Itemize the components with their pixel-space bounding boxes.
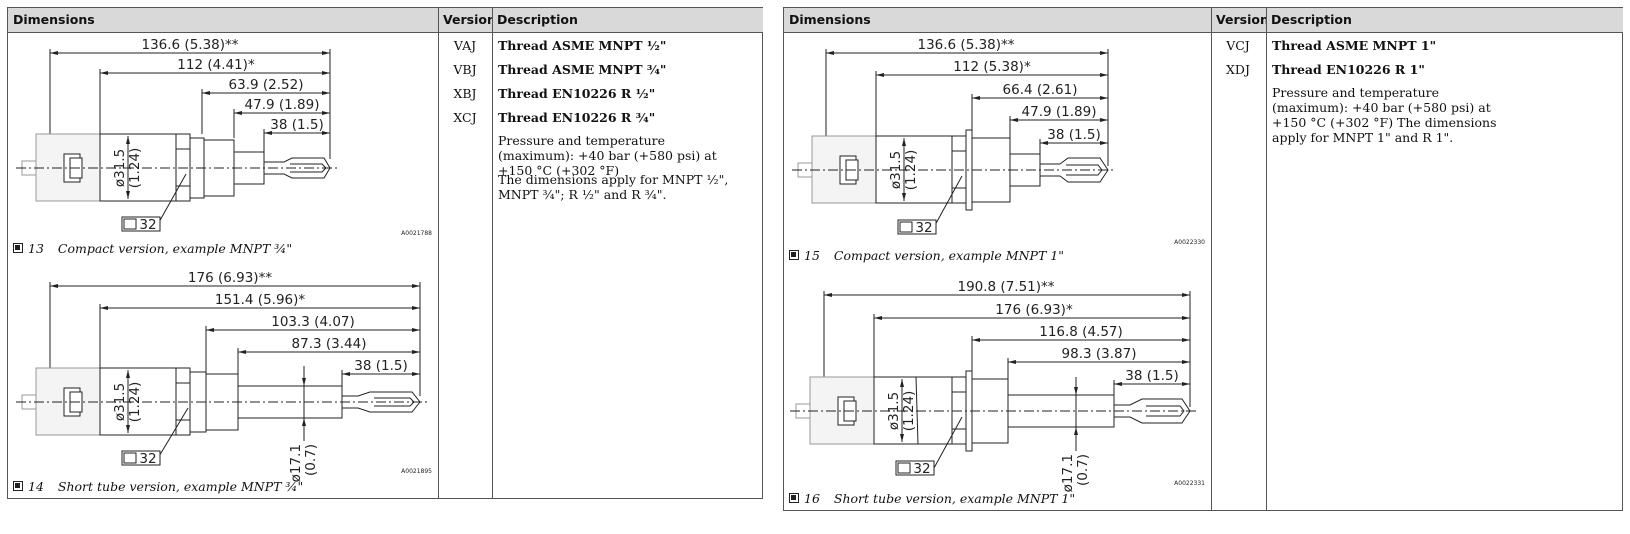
dimension-label: 38 (1.5) [354,358,407,374]
dimension-label: 47.9 (1.89) [1022,104,1097,120]
dimension-label: 38 (1.5) [270,117,323,133]
column-divider [492,8,493,498]
version-code: XDJ [1226,62,1250,77]
diameter-label: ø31.5 [886,392,902,430]
dimension-label: 176 (6.93)** [188,270,272,286]
left-table: Dimensions Version Description VAJ VBJ X… [7,7,763,499]
dimension-label: 47.9 (1.89) [245,97,320,113]
caption-text: Compact version, example MNPT 1" [833,248,1064,263]
dimension-label: 112 (4.41)* [177,57,255,73]
caption-text: Short tube version, example MNPT 1" [833,491,1076,506]
figure-icon [13,481,23,491]
dimension-label: 38 (1.5) [1047,127,1100,143]
dimensions-header: Dimensions [8,8,438,33]
version-code: VBJ [453,62,477,77]
figure-number: 14 [28,479,44,494]
figure-number: 15 [804,248,820,263]
dimension-label: 103.3 (4.07) [271,314,355,330]
dimension-label: 87.3 (3.44) [292,336,367,352]
dimension-label: 66.4 (2.61) [1003,82,1078,98]
dimensions-header: Dimensions [784,8,1211,33]
figure-icon [13,243,23,253]
dimension-label: 136.6 (5.38)** [141,37,238,53]
figure-code: A0021788 [401,230,432,237]
diameter-label: ø31.5 [888,151,904,189]
column-divider [438,8,439,498]
figure-number: 13 [28,241,44,256]
diameter-label: (1.24) [127,148,143,189]
wrench-size: 32 [915,220,932,236]
figure-caption: 13 Compact version, example MNPT ¾" [13,241,292,256]
wrench-size: 32 [139,451,156,467]
applies-text: The dimensions apply for MNPT ½", MNPT ¾… [498,172,729,202]
dimension-label: 176 (6.93)* [995,302,1073,318]
version-title: Thread EN10226 R 1" [1272,62,1425,77]
tube-diameter-label: ø17.1 [1060,454,1076,492]
diameter-label: ø31.5 [112,383,128,421]
diameter-label: ø31.5 [112,149,128,187]
right-table: Dimensions Version Description VCJ XDJ T… [783,7,1623,511]
figure-icon [789,250,799,260]
figure-caption: 15 Compact version, example MNPT 1" [789,248,1064,263]
figure-caption: 16 Short tube version, example MNPT 1" [789,491,1075,506]
version-title: Thread EN10226 R ¾" [498,110,656,125]
figure-code: A0022330 [1174,239,1205,246]
version-header: Version [438,8,492,33]
dimension-label: 190.8 (7.51)** [957,279,1054,295]
tube-diameter-label: (0.7) [1075,454,1091,486]
tube-diameter-label: ø17.1 [288,444,304,482]
pressure-text: Pressure and temperature (maximum): +40 … [1272,85,1497,145]
figure-14-short-tube: 176 (6.93)** 151.4 (5.96)* 103.3 (4.07) … [16,270,432,482]
version-code: VCJ [1226,38,1250,53]
diameter-label: (1.24) [903,150,919,191]
version-code: XBJ [453,86,477,101]
caption-text: Short tube version, example MNPT ¾" [57,479,304,494]
description-header: Description [1266,8,1623,33]
wrench-size: 32 [913,461,930,477]
figure-15-compact: 136.6 (5.38)** 112 (5.38)* 66.4 (2.61) 4… [792,37,1205,246]
dimension-label: 98.3 (3.87) [1062,346,1137,362]
figure-caption: 14 Short tube version, example MNPT ¾" [13,479,303,494]
column-divider [1266,8,1267,510]
dimension-label: 136.6 (5.38)** [917,37,1014,53]
tube-diameter-label: (0.7) [303,444,319,476]
figure-number: 16 [804,491,820,506]
version-code: XCJ [453,110,477,125]
column-divider [1211,8,1212,510]
figure-code: A0022331 [1174,480,1205,487]
version-title: Thread EN10226 R ½" [498,86,656,101]
version-title: Thread ASME MNPT ¾" [498,62,667,77]
version-title: Thread ASME MNPT ½" [498,38,667,53]
figure-16-short-tube: 190.8 (7.51)** 176 (6.93)* 116.8 (4.57) … [790,279,1205,492]
version-code: VAJ [453,38,477,53]
dimension-label: 63.9 (2.52) [229,77,304,93]
dimension-label: 112 (5.38)* [953,59,1031,75]
caption-text: Compact version, example MNPT ¾" [57,241,293,256]
dimension-label: 38 (1.5) [1125,368,1178,384]
dimension-label: 116.8 (4.57) [1039,324,1123,340]
figure-13-compact: 136.6 (5.38)** 112 (4.41)* 63.9 (2.52) 4… [16,37,432,237]
version-header: Version [1211,8,1266,33]
pressure-text: Pressure and temperature (maximum): +40 … [498,133,717,178]
dimension-label: 151.4 (5.96)* [215,292,306,308]
figure-icon [789,493,799,503]
diameter-label: (1.24) [901,391,917,432]
version-title: Thread ASME MNPT 1" [1272,38,1437,53]
wrench-size: 32 [139,217,156,233]
figure-code: A0021895 [401,468,432,475]
description-header: Description [492,8,763,33]
diameter-label: (1.24) [127,382,143,423]
